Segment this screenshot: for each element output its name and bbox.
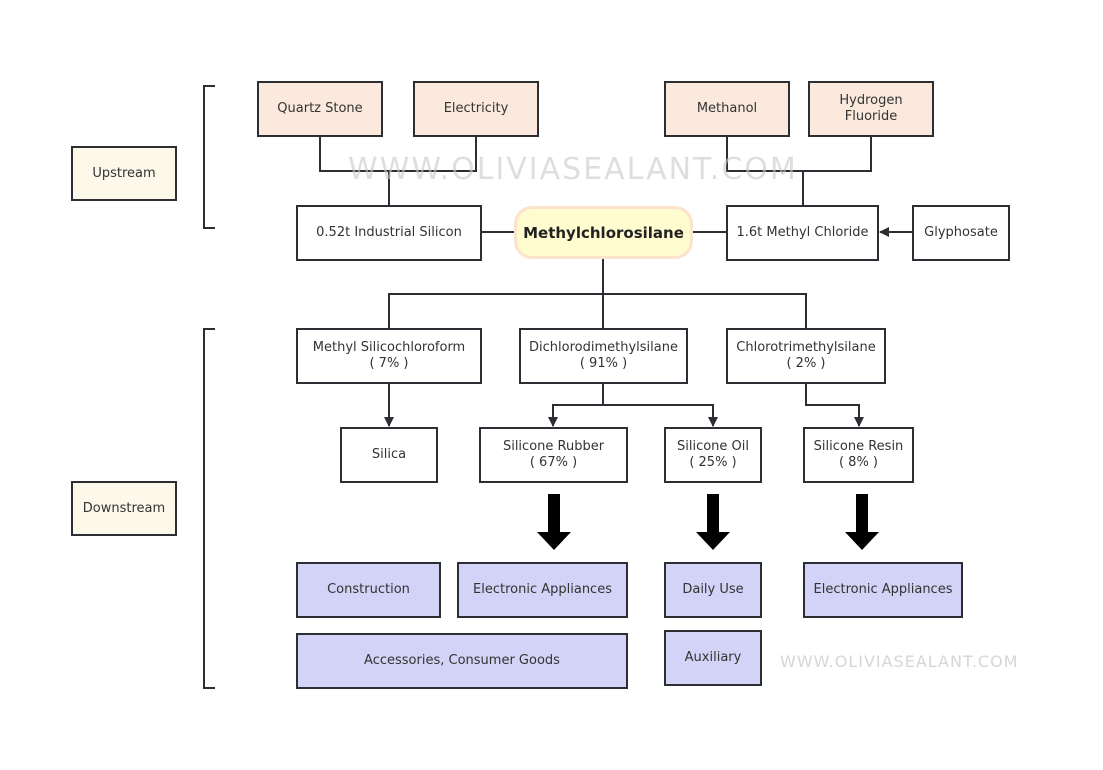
arrow-oil	[603, 404, 718, 427]
node-daily-use: Daily Use	[664, 562, 762, 618]
node-electronic-appliances-rubber: Electronic Appliances	[457, 562, 628, 618]
connector-methanol-hf	[726, 136, 872, 172]
node-industrial-silicon: 0.52t Industrial Silicon	[296, 205, 482, 261]
node-glyphosate: Glyphosate	[912, 205, 1010, 261]
downstream-label: Downstream	[71, 481, 177, 536]
node-auxiliary: Auxiliary	[664, 630, 762, 686]
connector-products-bar	[388, 293, 807, 329]
node-dichlorodimethylsilane: Dichlorodimethylsilane ( 91% )	[519, 328, 688, 384]
node-chlorotrimethylsilane: Chlorotrimethylsilane ( 2% )	[726, 328, 886, 384]
node-accessories-consumer-goods: Accessories, Consumer Goods	[296, 633, 628, 689]
downstream-bracket	[203, 328, 215, 689]
node-construction: Construction	[296, 562, 441, 618]
big-arrow-oil	[696, 494, 730, 550]
node-silicone-resin: Silicone Resin ( 8% )	[803, 427, 914, 483]
watermark-top: WWW.OLIVIASEALANT.COM	[348, 152, 798, 187]
upstream-label: Upstream	[71, 146, 177, 201]
big-arrow-rubber	[537, 494, 571, 550]
node-quartz-stone: Quartz Stone	[257, 81, 383, 137]
node-hydrogen-fluoride: Hydrogen Fluoride	[808, 81, 934, 137]
connector-dds-split	[548, 383, 604, 427]
node-methyl-silicochloroform: Methyl Silicochloroform ( 7% )	[296, 328, 482, 384]
upstream-bracket	[203, 85, 215, 229]
node-methyl-chloride: 1.6t Methyl Chloride	[726, 205, 879, 261]
node-electronic-appliances-resin: Electronic Appliances	[803, 562, 963, 618]
node-silicone-rubber: Silicone Rubber ( 67% )	[479, 427, 628, 483]
node-silicone-oil: Silicone Oil ( 25% )	[664, 427, 762, 483]
watermark-bottom: WWW.OLIVIASEALANT.COM	[780, 652, 1019, 671]
node-electricity: Electricity	[413, 81, 539, 137]
connector-quartz-electricity	[319, 136, 477, 172]
big-arrow-resin	[845, 494, 879, 550]
node-silica: Silica	[340, 427, 438, 483]
arrow-resin	[805, 383, 864, 427]
node-methanol: Methanol	[664, 81, 790, 137]
node-methylchlorosilane: Methylchlorosilane	[514, 206, 693, 259]
